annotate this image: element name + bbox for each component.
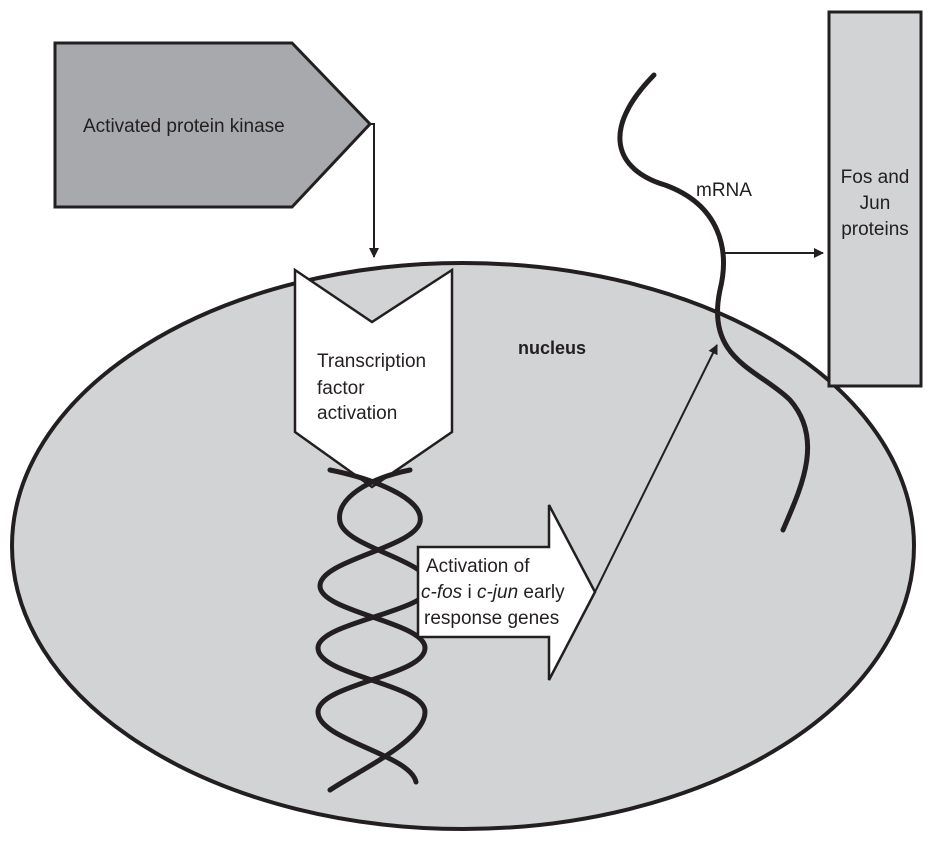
proteins-label-line3: proteins <box>841 219 909 240</box>
transcription-arrow <box>594 344 718 593</box>
tf-label-line1: Transcription <box>317 351 426 372</box>
genes-cfos: c-fos <box>421 582 463 603</box>
proteins-label-line1: Fos and <box>841 167 910 188</box>
transcription-factor-shape <box>293 267 454 489</box>
genes-label-line3: response genes <box>424 608 559 629</box>
genes-conj: i <box>462 582 477 603</box>
tf-label-line2: factor <box>317 378 365 399</box>
dna-strand-a <box>315 467 428 785</box>
proteins-label-line2: Jun <box>860 193 891 214</box>
dna-strand-b <box>315 467 433 793</box>
tf-label-line3: activation <box>317 403 397 424</box>
nucleus-label: nucleus <box>518 338 586 358</box>
gene-activation-arrow <box>416 504 597 681</box>
kinase-connector-arrow <box>369 123 379 258</box>
genes-label-line1: Activation of <box>426 556 530 577</box>
mrna-strand <box>617 72 811 533</box>
kinase-shape <box>53 41 373 209</box>
genes-cjun: c-jun <box>477 582 518 603</box>
kinase-label: Activated protein kinase <box>83 116 285 137</box>
mrna-label: mRNA <box>696 180 752 201</box>
proteins-box <box>827 10 923 388</box>
genes-label-line2: c-fos i c-jun early <box>421 582 565 603</box>
genes-early: early <box>518 582 565 603</box>
dna-helix <box>315 467 433 793</box>
